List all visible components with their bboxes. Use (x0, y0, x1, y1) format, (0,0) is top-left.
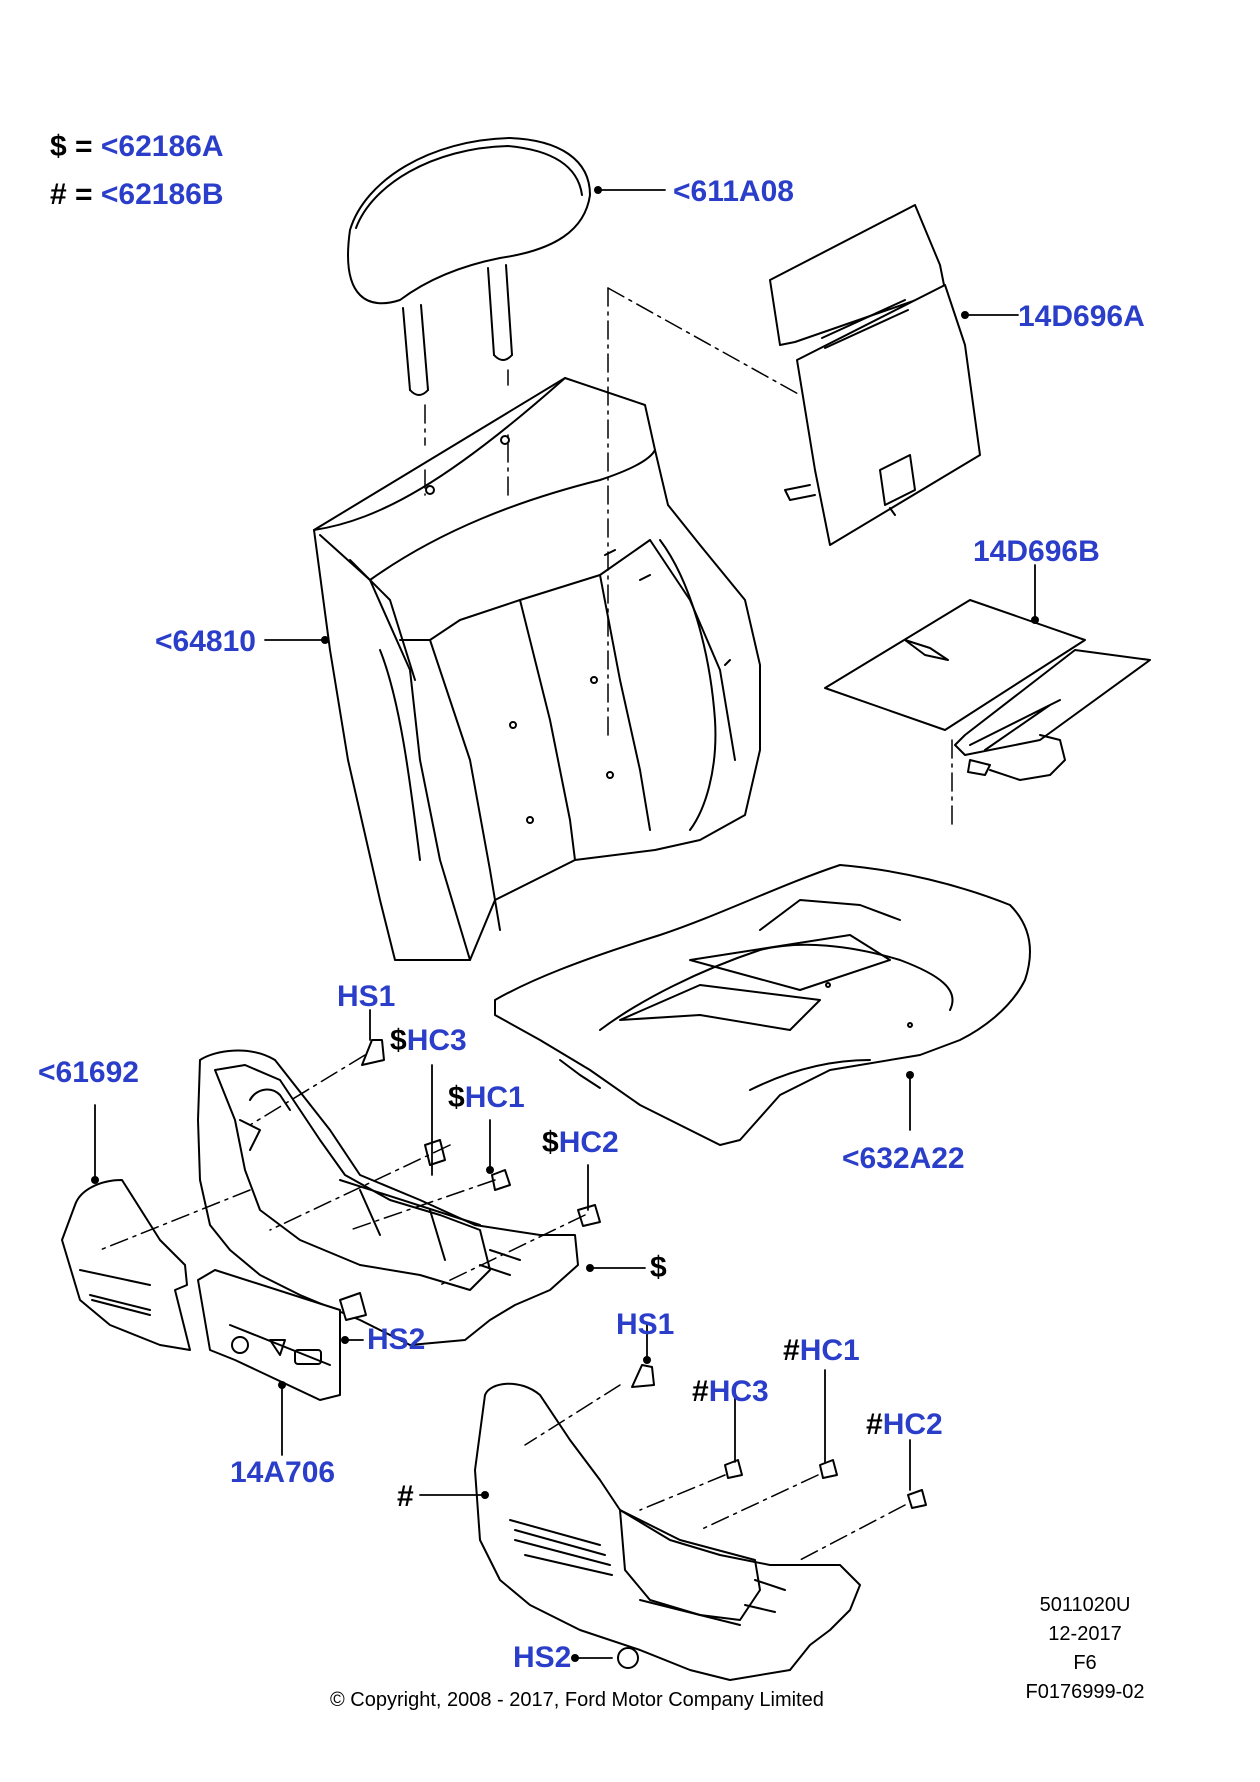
leader-dots (91, 186, 1039, 1662)
callout-hc3-lower: #HC3 (692, 1375, 769, 1408)
callout-hc1-upper: $HC1 (448, 1081, 525, 1114)
figure-id: F0176999-02 (1025, 1681, 1145, 1703)
legend-symbol: $ = (50, 130, 93, 163)
callout-side-trim: <61692 (38, 1056, 139, 1089)
sheet-code: F6 (1073, 1652, 1097, 1674)
legend-symbol: # = (50, 178, 93, 211)
callout-hs1-lower: HS1 (616, 1308, 675, 1341)
upper-side-shield (197, 1049, 579, 1346)
seat-cushion (494, 864, 1031, 1146)
callout-hs1-upper: HS1 (337, 980, 396, 1013)
callout-hs2-lower: HS2 (513, 1641, 572, 1674)
revision-date: 12-2017 (1048, 1623, 1122, 1645)
callout-switch-bezel: 14A706 (230, 1456, 336, 1489)
headrest (347, 137, 591, 396)
callout-back-frame: <64810 (155, 625, 256, 658)
cushion-heater-mat (824, 599, 1151, 781)
callout-lower-shield: # (397, 1480, 414, 1513)
callout-upper-shield: $ (650, 1251, 667, 1284)
assembly-lines (99, 287, 953, 1561)
lower-side-shield (474, 1382, 861, 1681)
legend-lower-shield: # = <62186B (50, 180, 224, 210)
callout-hc2-upper: $HC2 (542, 1126, 619, 1159)
side-trim-panel (61, 1179, 191, 1351)
callout-hc1-lower: #HC1 (783, 1334, 860, 1367)
part-code: 5011020U (1039, 1594, 1131, 1616)
fasteners (339, 1039, 927, 1669)
callout-cushion: <632A22 (842, 1142, 965, 1175)
callout-hc3-upper: $HC3 (390, 1024, 467, 1057)
leader-lines (94, 189, 1036, 1659)
callout-back-heater: 14D696A (1018, 300, 1145, 333)
callout-cushion-heater: 14D696B (973, 535, 1100, 568)
copyright: © Copyright, 2008 - 2017, Ford Motor Com… (330, 1689, 824, 1711)
legend-upper-shield: $ = <62186A (50, 132, 224, 162)
callout-hc2-lower: #HC2 (866, 1408, 943, 1441)
callout-headrest: <611A08 (673, 175, 794, 208)
seat-back (313, 377, 761, 961)
callout-hs2-upper: HS2 (367, 1323, 426, 1356)
legend-ref: <62186B (100, 178, 224, 211)
back-heater-mat (769, 204, 981, 546)
switch-bezel (197, 1269, 341, 1401)
legend-ref: <62186A (100, 130, 224, 163)
